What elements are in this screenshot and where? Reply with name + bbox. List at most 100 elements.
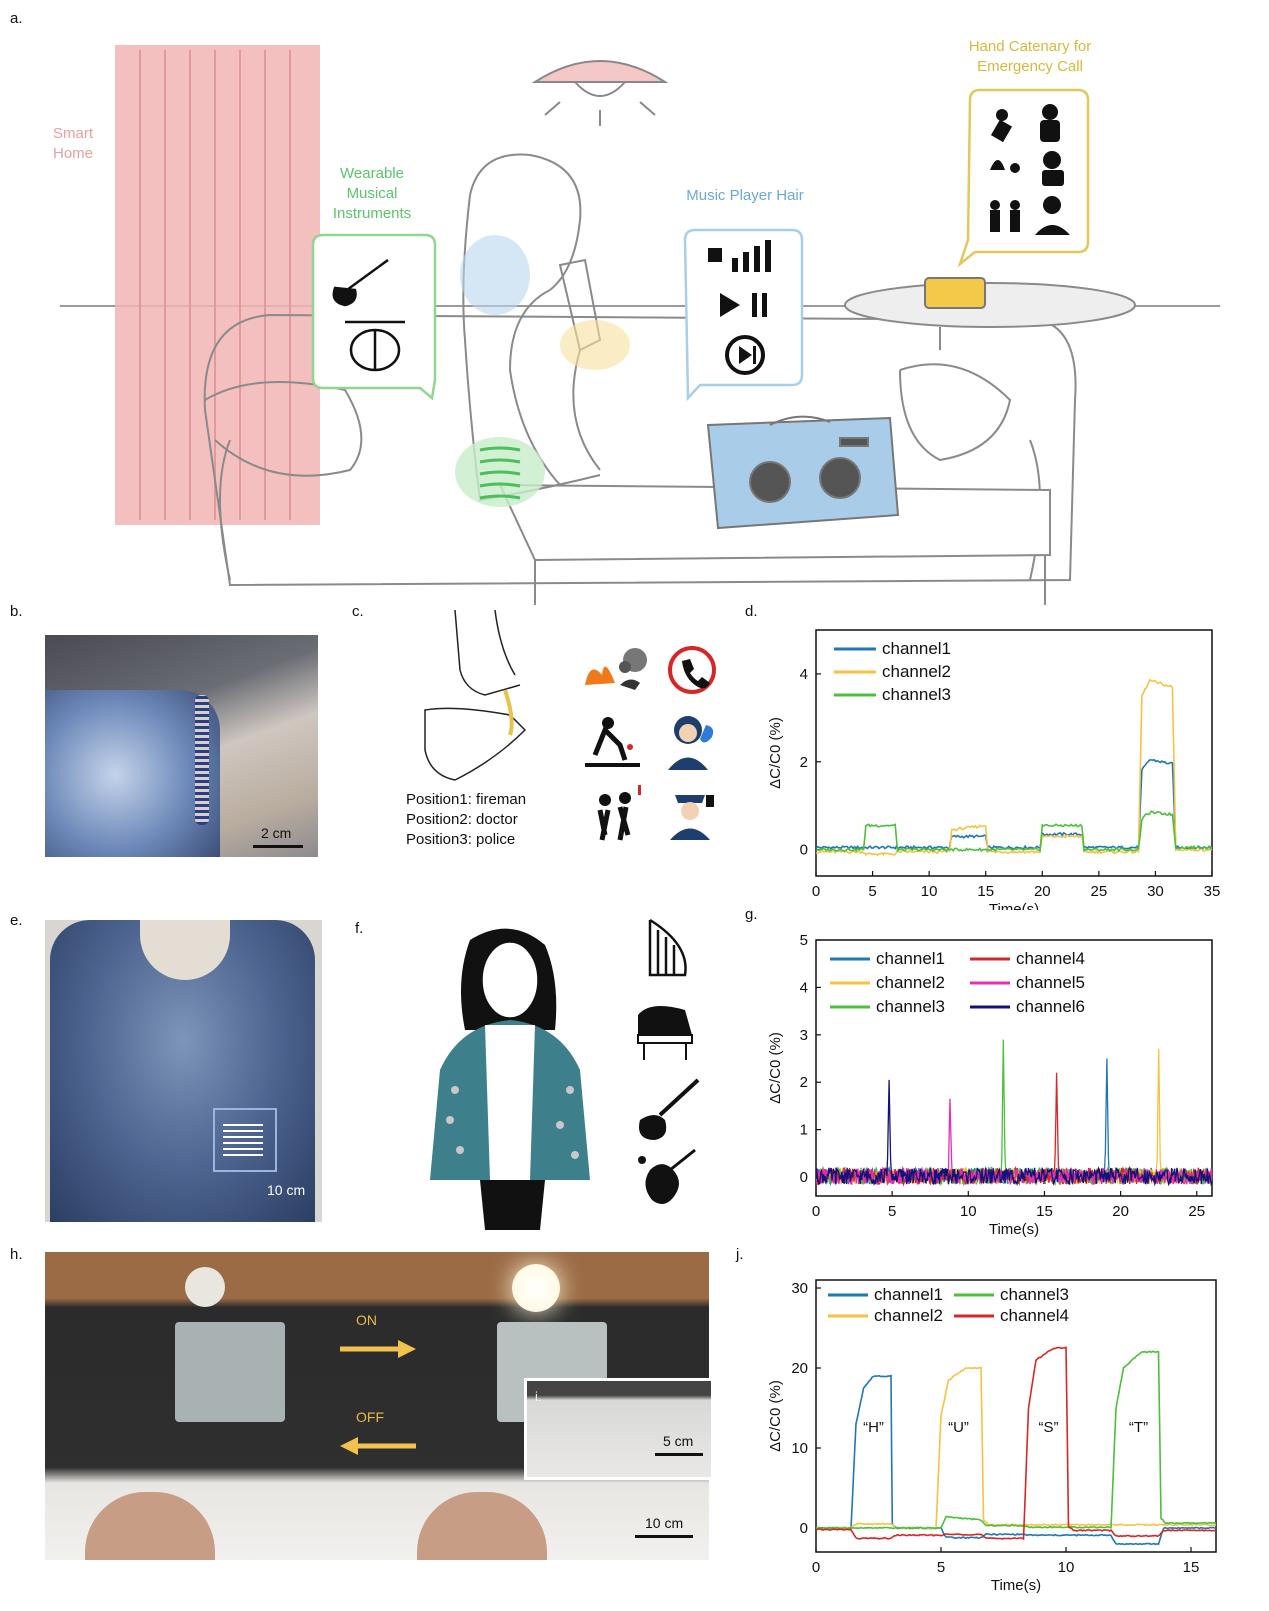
x-tick-label: 5: [868, 883, 876, 900]
sleeve-shape: [45, 690, 220, 857]
phone-alert-icon: [668, 646, 716, 694]
piano-icon: [637, 1006, 693, 1060]
x-tick-label: 20: [1034, 883, 1051, 900]
scale-bar: [655, 1453, 703, 1456]
letter-annotation: “U”: [948, 1419, 969, 1436]
series-line-channel3: [816, 1350, 1216, 1530]
y-axis-label: ΔC/C0 (%): [767, 1380, 784, 1452]
x-tick-label: 20: [1112, 1203, 1129, 1220]
fire-icon: [585, 648, 647, 690]
hand-catenary-label: Hand Catenary for Emergency Call: [950, 37, 1110, 77]
series-line-channel2: [816, 1048, 1212, 1186]
speaker-shape: [706, 415, 900, 530]
legend-label: channel1: [874, 1285, 943, 1304]
x-tick-label: 15: [977, 883, 994, 900]
panel-label-e: e.: [10, 912, 23, 929]
legend-label: channel4: [1016, 949, 1085, 968]
legend-label: channel3: [882, 685, 951, 704]
hand-off: [85, 1492, 215, 1560]
plot-frame: [815, 939, 1213, 1197]
position-3: Position3: police: [406, 831, 516, 848]
x-tick-label: 25: [1188, 1203, 1205, 1220]
x-tick-label: 25: [1091, 883, 1108, 900]
x-tick-label: 30: [1147, 883, 1164, 900]
letter-annotation: “S”: [1039, 1419, 1059, 1436]
harp-icon: [648, 918, 687, 977]
wrist-glow: [560, 320, 630, 370]
wearable-bubble: [311, 233, 437, 401]
emergency-icons: [990, 104, 1070, 235]
x-axis-label: Time(s): [989, 901, 1039, 910]
legend-label: channel3: [876, 997, 945, 1016]
smart-home-line-2: Home: [52, 145, 93, 162]
hand-catenary-line-1: Hand Catenary for: [968, 38, 1092, 55]
panel-label-a: a.: [10, 10, 23, 27]
scale-label: 10 cm: [645, 1515, 684, 1531]
y-axis-label: ΔC/C0 (%): [767, 717, 784, 789]
panel-a-illustration: [60, 45, 1220, 605]
y-tick-label: 30: [791, 1280, 808, 1297]
police-icon: [670, 795, 714, 840]
y-tick-label: 2: [800, 754, 808, 771]
series-line-channel2: [816, 678, 1212, 857]
series-line-channel4: [816, 1072, 1212, 1187]
y-tick-label: 0: [800, 842, 808, 859]
series-line-channel6: [816, 1079, 1212, 1187]
legend-label: channel5: [1016, 973, 1085, 992]
scale-label: 2 cm: [261, 825, 292, 841]
photo-lamp-off: [45, 1252, 377, 1560]
wearable-line-1: Wearable: [340, 165, 404, 182]
play-pause-icon: [720, 293, 767, 317]
phone-shape: [924, 277, 986, 309]
fight-icon: [597, 785, 641, 841]
wearable-label: Wearable Musical Instruments: [318, 164, 426, 224]
series-group: [816, 1039, 1212, 1187]
on-label: ON: [356, 1312, 377, 1328]
panel-label-d: d.: [745, 603, 758, 620]
y-tick-label: 2: [800, 1074, 808, 1091]
letter-annotation: “H”: [863, 1419, 884, 1436]
x-tick-label: 0: [812, 1559, 820, 1576]
panel-label-i: i.: [535, 1389, 542, 1404]
doctor-icon: [668, 716, 714, 770]
panel-label-g: g.: [745, 906, 758, 923]
series-line-channel1: [816, 758, 1212, 852]
legend-label: channel3: [1000, 1285, 1069, 1304]
waist-coils-shape: [479, 446, 521, 500]
y-tick-label: 0: [800, 1520, 808, 1537]
y-tick-label: 1: [800, 1122, 808, 1139]
guitar-icon: [332, 258, 389, 307]
panel-label-h: h.: [10, 1246, 23, 1263]
series-line-channel4: [816, 1346, 1216, 1541]
hair-glow: [460, 235, 530, 315]
position-1: Position1: fireman: [406, 791, 527, 808]
music-bubble: [683, 228, 804, 402]
wearable-line-3: Instruments: [332, 205, 412, 222]
x-axis-label: Time(s): [991, 1577, 1041, 1594]
violin-icon: [638, 1148, 696, 1204]
smart-home-label: Smart Home: [38, 124, 108, 164]
x-tick-label: 10: [1058, 1559, 1075, 1576]
photo-jacket: 10 cm: [45, 920, 322, 1222]
plot-frame: [815, 1279, 1217, 1553]
next-track-icon: [725, 335, 765, 375]
y-tick-label: 5: [800, 932, 808, 949]
scale-bar: [635, 1535, 693, 1538]
panel-label-b: b.: [10, 603, 23, 620]
series-line-channel1: [816, 1058, 1212, 1186]
scale-bar: [253, 845, 303, 848]
smart-home-line-1: Smart: [52, 125, 93, 142]
x-axis-label: Time(s): [989, 1221, 1039, 1238]
legend-label: channel6: [1016, 997, 1085, 1016]
off-arrow-icon: [340, 1437, 416, 1455]
bulb-on: [512, 1264, 560, 1312]
series-group: [816, 678, 1212, 857]
bulb-off: [185, 1267, 225, 1307]
series-line-channel3: [816, 1039, 1212, 1187]
x-tick-label: 0: [812, 883, 820, 900]
off-label: OFF: [356, 1409, 384, 1425]
x-tick-label: 10: [921, 883, 938, 900]
lamp-shape: [531, 60, 669, 126]
positions-list: Position1: fireman Position2: doctor Pos…: [406, 790, 526, 850]
